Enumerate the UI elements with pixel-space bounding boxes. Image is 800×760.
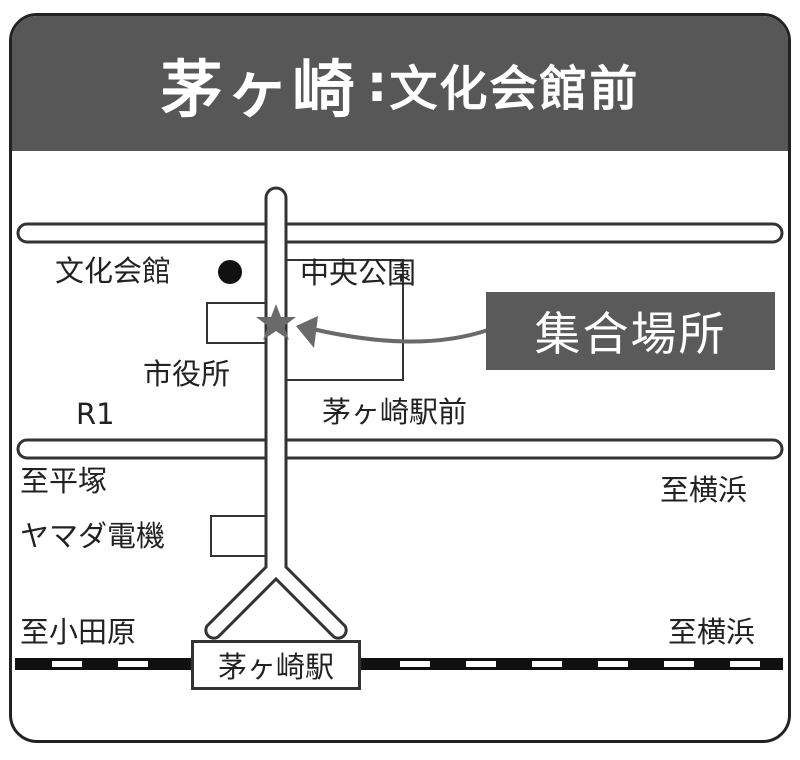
label-to-yokohama-upper: 至横浜 — [660, 473, 748, 507]
map-frame: 茅ヶ崎 : 文化会館前 — [9, 13, 791, 743]
label-to-hiratsuka: 至平塚 — [20, 464, 108, 498]
label-r1: R1 — [76, 397, 115, 431]
station-label-box: 茅ヶ崎駅 — [191, 640, 361, 690]
top-road — [16, 222, 784, 244]
meeting-arrow-head — [296, 316, 318, 348]
label-to-yokohama-lower: 至横浜 — [668, 615, 756, 649]
yamada-denki-building — [210, 515, 267, 557]
title-location: 文化会館前 — [389, 60, 640, 117]
bunka-kaikan-dot — [218, 260, 242, 284]
meeting-point-star — [256, 304, 296, 340]
label-bunka-kaikan: 文化会館 — [55, 254, 172, 288]
label-shiyakusho: 市役所 — [143, 357, 231, 391]
railway-dashes — [52, 661, 760, 667]
label-to-odawara: 至小田原 — [20, 615, 137, 649]
title-city: 茅ヶ崎 — [160, 52, 359, 126]
central-park-outline — [286, 259, 404, 381]
header-bar — [12, 16, 788, 151]
route-1-road — [16, 438, 784, 460]
title-separator: : — [366, 53, 388, 114]
meeting-point-callout: 集合場所 — [486, 292, 775, 370]
meeting-arrow — [299, 324, 489, 344]
label-chigasaki-ekimae: 茅ヶ崎駅前 — [322, 395, 468, 429]
city-hall-building — [206, 302, 267, 344]
label-chuo-koen: 中央公園 — [300, 256, 417, 290]
page-title: 茅ヶ崎 : 文化会館前 — [12, 16, 788, 151]
vertical-road — [204, 186, 348, 640]
label-yamada-denki: ヤマダ電機 — [20, 519, 166, 553]
